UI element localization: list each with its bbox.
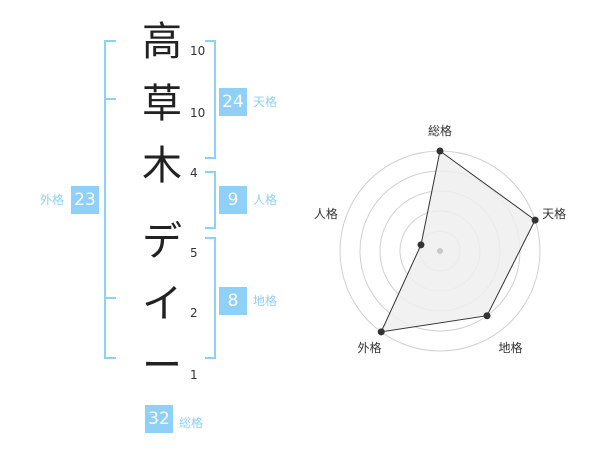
- stroke-count-5: 2: [190, 306, 198, 320]
- jinkaku-bracket: [205, 171, 216, 229]
- radar-axis-label-4: 外格: [357, 340, 381, 355]
- stroke-count-1: 10: [190, 44, 206, 58]
- radar-axis-label-2: 天格: [542, 206, 566, 221]
- name-char-3: 木: [142, 143, 182, 189]
- chikaku-bracket: [205, 237, 216, 359]
- radar-point-5: [417, 241, 425, 249]
- soukaku-value: 32: [145, 405, 173, 433]
- stroke-count-2: 10: [190, 106, 206, 120]
- stroke-count-3: 4: [190, 166, 198, 180]
- tenkaku-value: 24: [219, 88, 247, 116]
- chikaku-label: 地格: [253, 294, 278, 308]
- soukaku-label: 総格: [179, 416, 204, 430]
- radar-point-2: [531, 216, 539, 224]
- name-char-5: イ: [142, 281, 182, 327]
- radar-axis-label-5: 人格: [314, 206, 338, 221]
- name-char-1: 高: [142, 19, 182, 65]
- name-char-4: デ: [142, 219, 182, 265]
- stroke-count-4: 5: [190, 246, 198, 260]
- name-char-6: ー: [142, 343, 182, 389]
- radar-point-1: [436, 147, 444, 155]
- gaikaku-label: 外格: [40, 193, 65, 207]
- radar-area: [380, 150, 536, 333]
- radar-axis-label-1: 総格: [428, 123, 452, 138]
- radar-axis-label-3: 地格: [498, 340, 522, 355]
- tenkaku-label: 天格: [253, 95, 278, 109]
- gaikaku-value: 23: [71, 186, 99, 214]
- gaikaku-bracket: [104, 40, 116, 359]
- radar-point-4: [377, 328, 385, 336]
- radar-point-3: [483, 312, 491, 320]
- name-char-2: 草: [142, 81, 182, 127]
- chikaku-value: 8: [219, 287, 247, 315]
- radar-center: [437, 248, 443, 254]
- jinkaku-label: 人格: [253, 193, 278, 207]
- tenkaku-bracket: [205, 40, 216, 159]
- jinkaku-value: 9: [219, 186, 247, 214]
- stroke-count-6: 1: [190, 368, 198, 382]
